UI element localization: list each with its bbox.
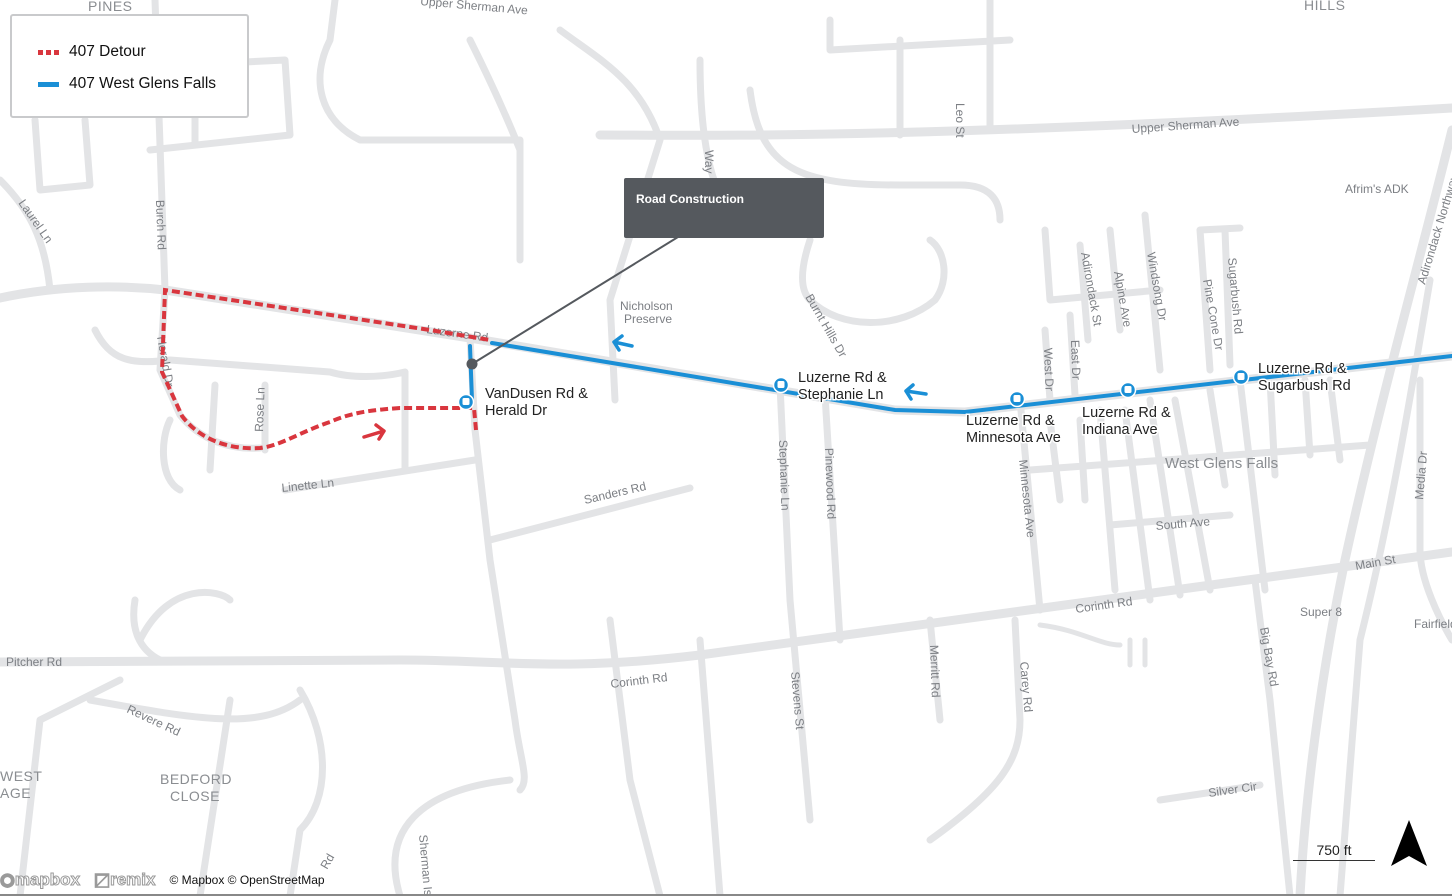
construction-location-marker[interactable]	[466, 358, 478, 370]
bus-stop-label: VanDusen Rd &	[485, 386, 588, 402]
bus-icon	[1237, 373, 1245, 380]
road-label: Windsong Dr	[1144, 251, 1170, 322]
road-labels: Upper Sherman Ave Upper Sherman Ave Leo …	[6, 0, 1452, 896]
road-label: Stephanie Ln	[776, 440, 792, 511]
road-label: Silver Cir	[1207, 779, 1257, 800]
road-label: Upper Sherman Ave	[1131, 114, 1240, 136]
road-label: Way	[702, 150, 716, 174]
road-label: Pinewood Rd	[822, 448, 838, 520]
poi-label: Preserve	[624, 312, 672, 326]
road-label: Sugarbush Rd	[1225, 257, 1246, 335]
bus-icon	[462, 398, 470, 405]
poi-label: Super 8	[1300, 605, 1342, 619]
bus-stop-label: Stephanie Ln	[798, 387, 883, 403]
place-label: HILLS	[1304, 0, 1345, 13]
place-label: PINES	[88, 0, 133, 14]
bus-stop-label: Luzerne Rd &	[966, 413, 1055, 429]
attribution: ◉mapbox ◪remix © Mapbox © OpenStreetMap	[0, 870, 325, 890]
legend-item-route: 407 West Glens Falls	[38, 75, 216, 93]
bus-stop-label: Sugarbush Rd	[1258, 378, 1351, 394]
bus-stop[interactable]: Luzerne Rd &Stephanie Ln	[772, 369, 888, 405]
route-407-detour[interactable]	[159, 287, 491, 451]
bottom-border	[0, 894, 1452, 896]
road-label: Sherman Isl	[416, 834, 436, 896]
bus-stop-label: Luzerne Rd &	[1082, 405, 1171, 421]
road-label: Burch Rd	[153, 200, 169, 250]
road-label: Burnt Hills Dr	[802, 292, 849, 360]
road-label: Big Bay Rd	[1257, 626, 1281, 688]
road-label: Corinth Rd	[1074, 594, 1133, 616]
road-label: Carey Rd	[1017, 661, 1035, 713]
construction-pointer	[466, 236, 679, 370]
popup-title: Road Construction	[636, 192, 744, 206]
scale-bar: 750 ft	[1293, 842, 1375, 861]
solid-line-swatch-icon	[38, 81, 59, 87]
road-construction-popup[interactable]: Road Construction	[624, 178, 824, 238]
road-label: Stevens St	[788, 671, 807, 731]
dashed-line-swatch-icon	[38, 49, 59, 55]
place-labels: PINES HILLS BEDFORD CLOSE WEST AGE West …	[0, 0, 1452, 804]
road-label: Corinth Rd	[610, 670, 669, 691]
bus-stop[interactable]: Luzerne Rd &Indiana Ave	[1081, 381, 1172, 440]
road-label: Merritt Rd	[927, 645, 943, 698]
road-label: Leo St	[953, 103, 967, 138]
poi-label: Fairfield	[1414, 617, 1452, 631]
road-label: East Dr	[1068, 340, 1083, 380]
poi-label: Afrim's ADK	[1345, 182, 1409, 196]
road-label: Media Dr	[1412, 451, 1430, 501]
road-label: South Ave	[1155, 514, 1211, 533]
remix-logo[interactable]: ◪remix	[94, 870, 156, 890]
road-label: West Dr	[1041, 348, 1056, 392]
bus-stop[interactable]: Luzerne Rd &Minnesota Ave	[965, 390, 1062, 448]
bus-stop[interactable]: Luzerne Rd &Sugarbush Rd	[1232, 360, 1352, 396]
bus-stop-label: Herald Dr	[485, 403, 547, 419]
bus-stop-label: Minnesota Ave	[966, 430, 1061, 446]
place-label: AGE	[0, 785, 31, 801]
bus-icon	[777, 381, 785, 388]
bus-icon	[1013, 395, 1021, 402]
bus-stop-label: Luzerne Rd &	[1258, 361, 1347, 377]
attribution-text[interactable]: © Mapbox © OpenStreetMap	[169, 873, 325, 887]
poi-label: Nicholson	[620, 299, 673, 313]
route-407-west-glens-falls[interactable]	[468, 334, 1452, 415]
bus-stop-label: Indiana Ave	[1082, 422, 1158, 438]
legend-label: 407 Detour	[69, 43, 146, 60]
place-label: West Glens Falls	[1165, 455, 1278, 472]
map-legend: 407 Detour 407 West Glens Falls	[10, 14, 249, 118]
bus-stop-label: Luzerne Rd &	[798, 370, 887, 386]
mapbox-logo[interactable]: ◉mapbox	[0, 870, 81, 890]
road-label: Pitcher Rd	[6, 655, 62, 669]
place-label: WEST	[0, 768, 42, 784]
road-label: Rose Ln	[252, 387, 268, 432]
place-label: BEDFORD	[160, 771, 232, 787]
bus-icon	[1124, 386, 1132, 393]
north-arrow-icon[interactable]	[1390, 818, 1428, 868]
direction-arrow-icon	[612, 334, 634, 352]
road-label: Upper Sherman Ave	[420, 0, 529, 17]
bus-stop[interactable]: VanDusen Rd &Herald Dr	[457, 385, 590, 421]
place-label: CLOSE	[170, 788, 220, 804]
legend-label: 407 West Glens Falls	[69, 75, 217, 92]
legend-item-detour: 407 Detour	[38, 43, 146, 61]
road-label: Rd	[317, 851, 337, 871]
road-label: Linette Ln	[281, 476, 335, 495]
direction-arrow-icon	[904, 383, 928, 401]
direction-arrow-icon	[362, 423, 386, 441]
